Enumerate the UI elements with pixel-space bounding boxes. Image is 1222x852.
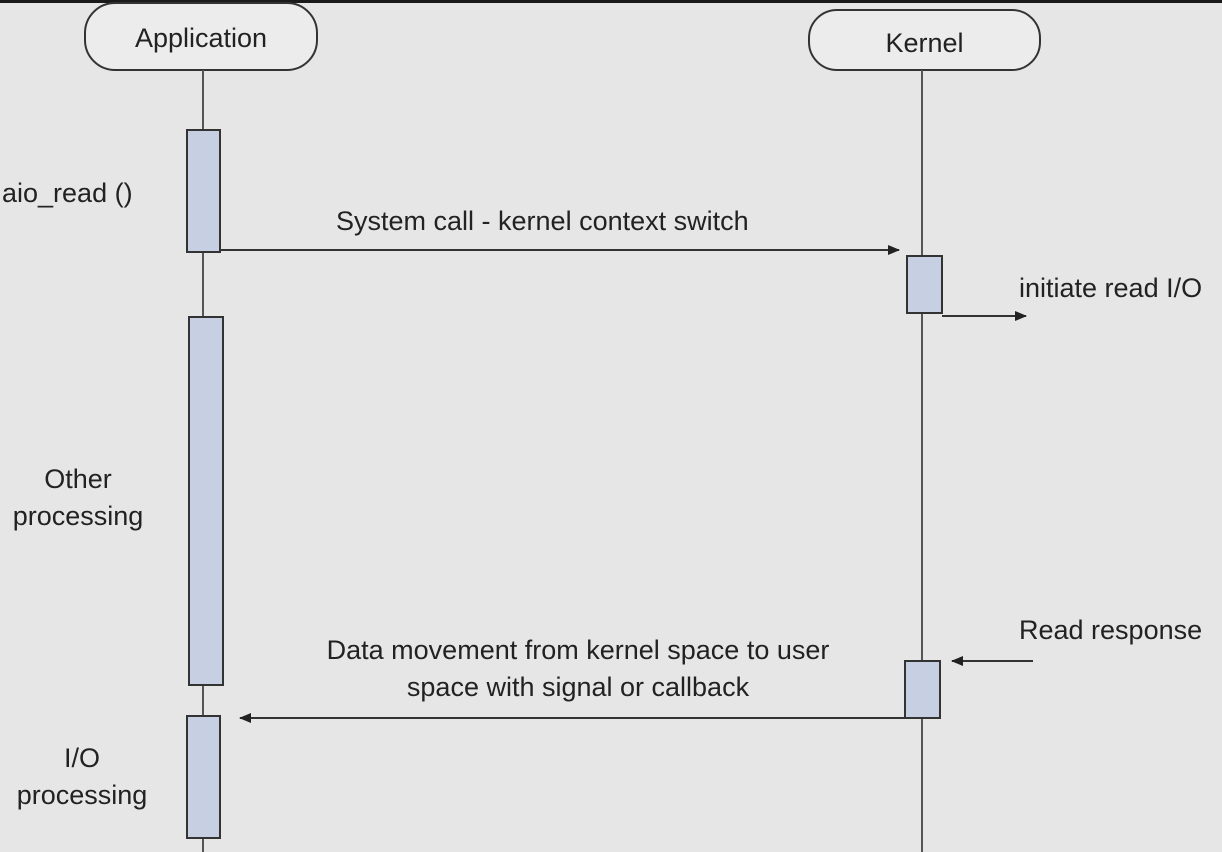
kernel-actor-box [808,9,1041,71]
data-movement-line1: Data movement from kernel space to user [326,635,830,665]
activation-kernel-response [904,660,941,719]
activation-aio-read [186,129,221,253]
activation-kernel-initiate [906,255,943,314]
activation-other-processing [188,316,224,686]
aio-read-label: aio_read () [2,178,133,208]
io-processing-line1: I/O [63,743,100,773]
other-processing-label: Other processing [0,461,156,535]
initiate-read-label: initiate read I/O [1019,273,1203,303]
system-call-label: System call - kernel context switch [336,206,749,236]
data-movement-line2: space with signal or callback [406,672,750,702]
other-processing-line1: Other [44,464,112,494]
io-processing-label: I/O processing [4,740,160,814]
data-movement-label: Data movement from kernel space to user … [270,632,886,706]
kernel-actor-label: Kernel [885,28,964,58]
io-processing-line2: processing [16,780,148,810]
read-response-label: Read response [1019,615,1203,645]
application-actor-box [84,2,318,71]
other-processing-line2: processing [12,501,144,531]
application-actor-label: Application [134,23,268,53]
activation-io-processing [186,715,221,839]
